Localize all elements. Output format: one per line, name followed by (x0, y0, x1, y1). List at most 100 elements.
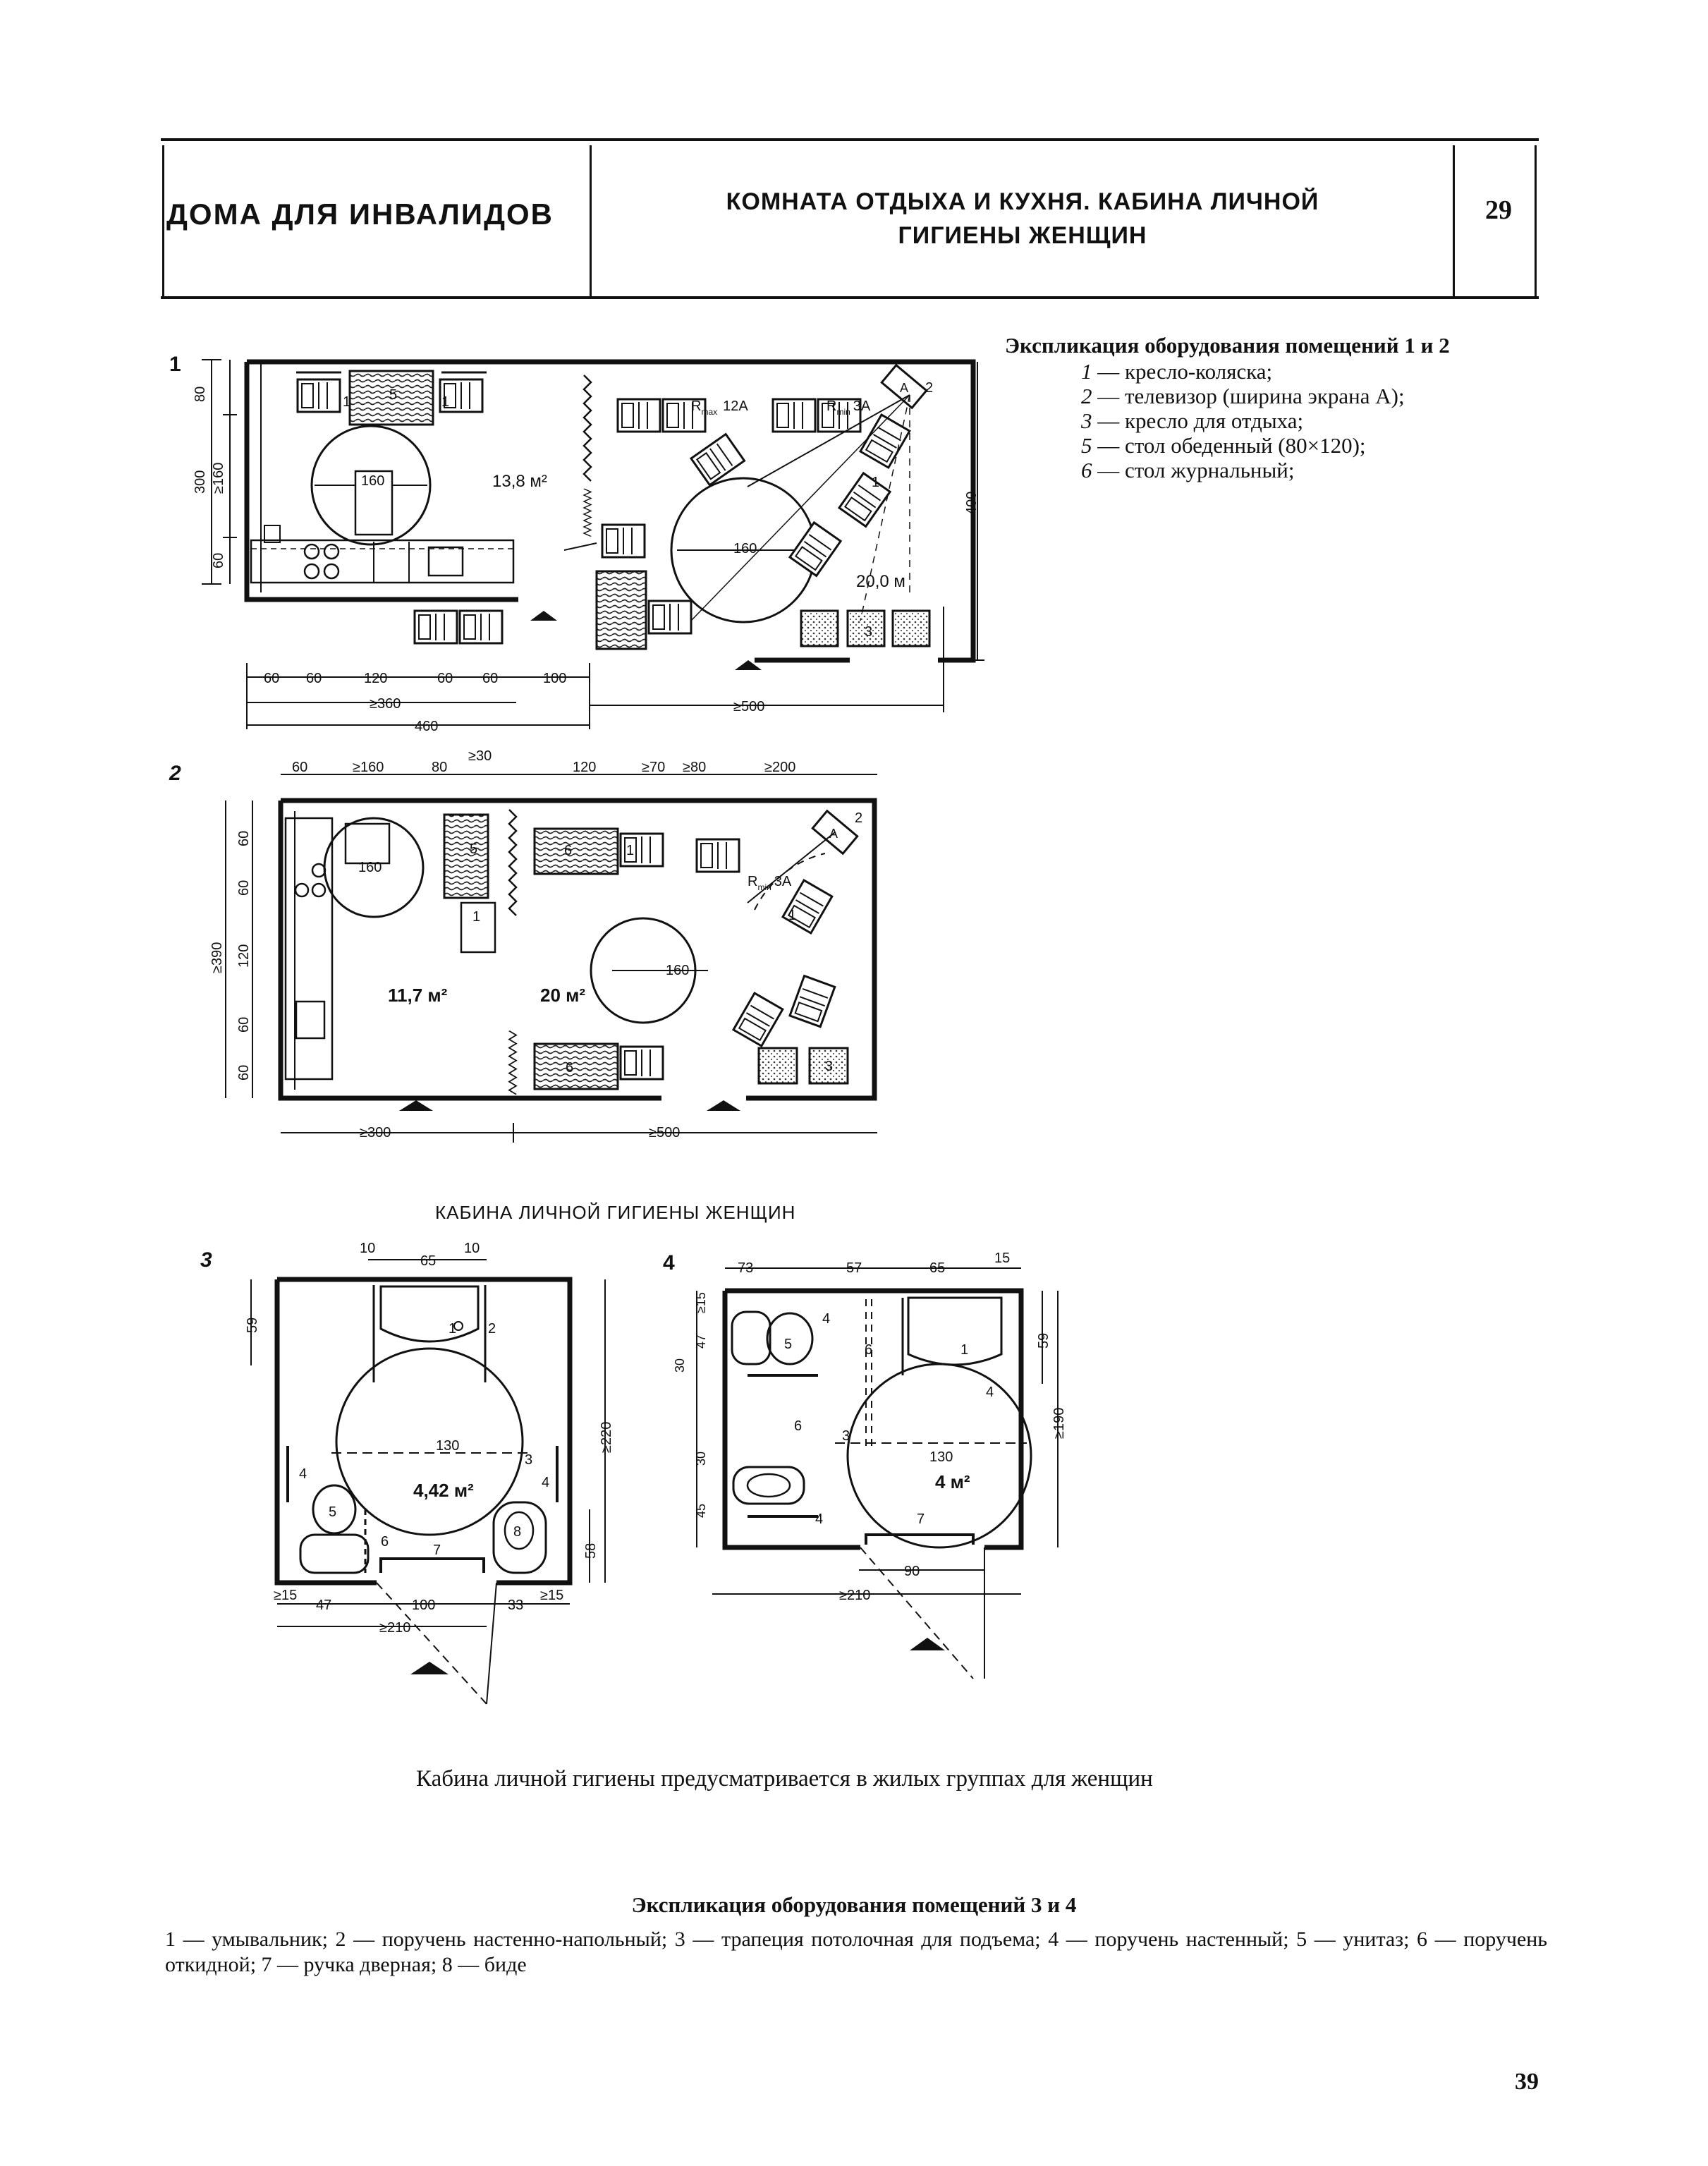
fig-4-item-1: 1 (960, 1342, 968, 1358)
header-divider (1535, 145, 1537, 296)
fig-1-dim-v0: 80 (193, 387, 208, 402)
fig-2-item-3: 3 (825, 1059, 833, 1074)
legend-item-text: — кресло-коляска; (1097, 359, 1273, 384)
fig-2-item-6: 6 (564, 843, 572, 858)
legend-item-text: — стол журнальный; (1097, 458, 1295, 482)
fig-2-dim-top-7: ≥200 (764, 760, 795, 775)
fig-3-item-4: 4 (542, 1475, 549, 1490)
fig-1-dim-v1: ≥160 (211, 463, 226, 494)
fig-1-item-1: 1 (872, 475, 879, 490)
fig-2-item-6: 6 (566, 1060, 573, 1076)
fig-1-rmin-val: 3A (853, 398, 871, 414)
fig-4-area: 4 м² (935, 1471, 970, 1492)
fig-3-dim-right-lower: 58 (583, 1543, 599, 1559)
fig-2-dim-left-2: 120 (236, 944, 252, 968)
fig-2-rmin-letter: R (748, 874, 757, 889)
fig-1-area-lounge: 20,0 м (856, 572, 905, 591)
fig-1-dim-b3: 60 (437, 671, 453, 686)
fig-1-item-1: 1 (441, 394, 449, 410)
fig-1-item-1: 1 (343, 394, 350, 410)
header-divider (1453, 145, 1455, 296)
fig-4-dim-left-3: 30 (694, 1452, 708, 1466)
fig-4-label: 4 (663, 1251, 675, 1274)
fig-2-item-5: 5 (470, 841, 477, 857)
fig-1-turn-circle-lounge: 160 (733, 541, 757, 556)
fig-1-rmax-letter: R (691, 398, 701, 414)
caption: Кабина личной гигиены предусматривается … (416, 1766, 1153, 1791)
fig-1-rmax-val: 12A (723, 398, 748, 414)
fig-4-item-7: 7 (917, 1511, 925, 1527)
fig-4-dim-bottom-1: ≥210 (839, 1588, 870, 1603)
fig-3-dim-right: ≥220 (599, 1422, 614, 1453)
header-divider (162, 145, 164, 296)
fig-4-dim-top-3: 15 (994, 1251, 1010, 1266)
sheet-number: 29 (1485, 195, 1512, 225)
fig-3-item-8: 8 (513, 1524, 521, 1540)
fig-3-item-6: 6 (381, 1534, 389, 1550)
header-divider (590, 145, 592, 296)
legend-item-text: — кресло для отдыха; (1097, 408, 1304, 433)
fig-2-turn-circle-lounge: 160 (666, 963, 689, 978)
fig-2-turn-circle: 160 (358, 860, 382, 875)
fig-2-rmin-val: 3A (774, 874, 792, 889)
header-top-rule (161, 138, 1539, 141)
plan-room-3-labels: 3 4,42 м² 130 1 2 3 4 4 5 6 7 8 10 65 10… (200, 1241, 614, 1636)
fig-1-dim-b4: 60 (482, 671, 498, 686)
fig-3-dim-b4: ≥15 (540, 1588, 563, 1603)
fig-3-dim-b2: 100 (412, 1598, 435, 1613)
legend-item-num: 3 (1081, 408, 1092, 433)
fig-2-label: 2 (169, 762, 181, 785)
fig-3-dim-b0: ≥15 (274, 1588, 297, 1603)
fig-1-area-kitchen: 13,8 м² (492, 472, 547, 491)
fig-2-dim-top-6: ≥80 (683, 760, 706, 775)
fig-1-screen-label: A (900, 381, 908, 395)
fig-1-rmax-sub: max (701, 407, 717, 417)
fig-3-dim-b3: 33 (508, 1598, 523, 1613)
fig-2-dim-left-3: 60 (236, 1017, 252, 1033)
fig-2-dim-left-4: 60 (236, 1065, 252, 1081)
header-left-title: ДОМА ДЛЯ ИНВАЛИДОВ (166, 197, 554, 231)
plan-room-3 (250, 1259, 606, 1705)
fig-4-item-4: 4 (986, 1385, 994, 1400)
fig-2-item-1: 1 (626, 843, 634, 858)
legend-rooms-3-4-title: Экспликация оборудования помещений 3 и 4 (631, 1892, 1077, 1917)
fig-1-dim-b0: 60 (264, 671, 279, 686)
fig-2-item-1: 1 (788, 908, 796, 923)
fig-2-rmin-sub: min (757, 882, 771, 892)
fig-4-dim-top-1: 57 (846, 1260, 862, 1276)
plan-room-4 (696, 1267, 1059, 1679)
fig-4-dim-top-2: 65 (929, 1260, 945, 1276)
fig-4-dim-left-0: ≥15 (694, 1292, 708, 1313)
legend-item-text: — стол обеденный (80×120); (1097, 433, 1366, 458)
legend-item-num: 2 (1081, 384, 1092, 408)
fig-2-dim-bottom-1: ≥500 (649, 1125, 680, 1140)
fig-1-dim-v3: 60 (211, 553, 226, 568)
fig-2-dim-top-3: ≥30 (468, 748, 492, 764)
fig-2-dim-top-5: ≥70 (642, 760, 665, 775)
fig-3-item-3: 3 (525, 1452, 532, 1468)
fig-1-dim-right: 400 (964, 492, 980, 515)
plan-room-4-labels: 4 4 м² 130 1 5 3 4 4 4 6 6 7 73 57 65 15… (663, 1251, 1067, 1603)
fig-3-dim-top-1: 65 (420, 1253, 436, 1269)
fig-1-item-3: 3 (865, 624, 872, 640)
fig-2-dim-top-4: 120 (573, 760, 596, 775)
fig-1-rmin-letter: R (826, 398, 836, 414)
fig-1-dim-b5: 100 (543, 671, 566, 686)
fig-1-dim-row2: ≥360 (370, 696, 401, 712)
fig-1-rmin-sub: min (836, 407, 850, 417)
fig-4-item-4: 4 (822, 1311, 830, 1327)
fig-3-dim-top-2: 10 (464, 1241, 480, 1256)
fig-4-dim-bottom-0: 90 (904, 1564, 920, 1579)
fig-1-item-2: 2 (925, 380, 933, 396)
legend-title: Экспликация оборудования помещений 1 и 2 (1005, 333, 1450, 358)
fig-1-dim-row3: 460 (415, 719, 438, 734)
fig-3-item-2: 2 (488, 1321, 496, 1337)
fig-3-item-7: 7 (433, 1543, 441, 1558)
fig-1-turn-circle: 160 (361, 473, 384, 489)
fig-2-area-lounge: 20 м² (540, 985, 585, 1006)
fig-4-dim-top-0: 73 (738, 1260, 753, 1276)
